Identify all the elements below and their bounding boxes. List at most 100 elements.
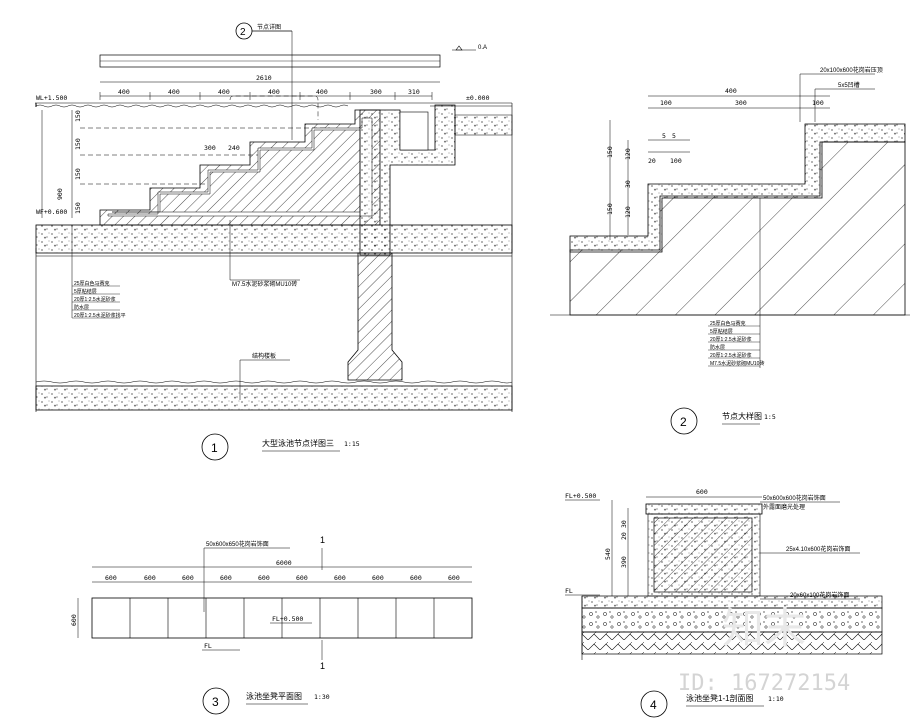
dim-small: 5: [672, 132, 676, 140]
dim-top: 100: [812, 99, 824, 107]
level-bot: FL: [565, 587, 573, 595]
layer-note: 5厚粘结层: [74, 288, 97, 295]
step-dim: 400: [218, 88, 230, 96]
seg-dim: 600: [144, 574, 156, 582]
width-dim: 600: [696, 488, 708, 496]
step-dim: 300: [370, 88, 382, 96]
drawing-title: 节点大样图: [722, 411, 762, 421]
step-dim: 310: [408, 88, 420, 96]
plan-note: 50x600x650花岗岩饰面: [206, 540, 269, 548]
drawing-title: 大型泳池节点详图三: [262, 438, 334, 448]
layer-note: 25厚白色马赛克: [74, 280, 110, 287]
step-dim: 400: [316, 88, 328, 96]
dim-small: 20: [648, 157, 656, 165]
vert-dim: 20: [620, 532, 628, 540]
vert-dim: 30: [624, 180, 632, 188]
seg-dim: 600: [182, 574, 194, 582]
inner-dim: 240: [228, 144, 240, 152]
bench-top: [645, 503, 763, 515]
seg-dim: 600: [372, 574, 384, 582]
step-dim-row: 400 400 400 400 400 300 310: [118, 88, 420, 96]
inner-dim: 300: [204, 144, 216, 152]
dim-top: 400: [725, 87, 737, 95]
seg-dim: 600: [296, 574, 308, 582]
layer-note: 防水层: [710, 344, 725, 351]
layer-notes: 25厚白色马赛克 5厚粘结层 20厚1:2.5水泥砂浆 防水层 20厚1:2.5…: [72, 280, 126, 319]
drawing-number: 2: [680, 415, 687, 429]
vert-dim: 150: [606, 203, 614, 215]
slab: [35, 224, 513, 254]
seg-dim: 600: [410, 574, 422, 582]
vert-dim: 150: [74, 202, 82, 214]
watermark-id: ID: 167272154: [678, 671, 850, 696]
drawing-1-pool-edge-detail: 2 节点详图 0.A 2610 400 400 400 400 400 300 …: [35, 22, 513, 461]
vert-dim: 150: [74, 110, 82, 122]
drawing-number: 1: [211, 441, 218, 455]
drawing-number: 4: [650, 698, 657, 712]
vert-dim: 150: [74, 168, 82, 180]
vert-dim: 150: [606, 146, 614, 158]
gutter: [399, 111, 429, 151]
top-level-ref: 0.A: [478, 45, 487, 51]
note-mid: 25x4.10x600花岗岩饰面: [786, 545, 850, 553]
layer-notes: 25厚白色马赛克 5厚粘结层 20厚1:2.5水泥砂浆 防水层 20厚1:2.5…: [708, 320, 764, 367]
vert-dim: 390: [620, 556, 628, 568]
step-dim: 400: [118, 88, 130, 96]
layer-note: 20厚1:2.5水泥砂浆: [74, 296, 116, 303]
level-bottom: WF+0.600: [36, 208, 67, 216]
overall-dim: 6000: [276, 559, 292, 567]
level-2: FL: [204, 642, 212, 650]
finish-layer: [569, 123, 906, 253]
layer-note: 5厚粘结层: [710, 328, 733, 335]
vert-dim: 120: [624, 206, 632, 218]
seg-dim: 600: [220, 574, 232, 582]
dim-small: 5: [662, 132, 666, 140]
level-top: WL+1.500: [36, 94, 67, 102]
layer-note: 20厚1:2.5水泥砂浆找平: [74, 312, 126, 319]
dim-small: 100: [670, 157, 682, 165]
vert-dim: 540: [604, 548, 612, 560]
overall-dim: 2610: [256, 74, 272, 82]
dim-top: 300: [735, 99, 747, 107]
drawing-scale: 1:30: [314, 693, 330, 701]
material-note: M7.5水泥砂浆砌MU10砖: [232, 280, 297, 288]
drawing-number: 3: [212, 695, 219, 709]
top-note-2: 5x5凹槽: [838, 81, 860, 89]
bench-core: [653, 517, 753, 593]
drawing-title: 泳池坐凳平面图: [246, 691, 302, 701]
drawing-number-circle: [201, 433, 229, 461]
drawing-number-circle: [670, 407, 698, 435]
seg-dim: 600: [105, 574, 117, 582]
layer-note: 25厚白色马赛克: [710, 320, 746, 327]
level-deck: ±0.000: [466, 94, 490, 102]
drawing-scale: 1:5: [764, 413, 776, 421]
column: [347, 252, 403, 381]
vert-dim: 900: [56, 188, 64, 200]
seg-dim: 600: [258, 574, 270, 582]
drawing-number-circle: [640, 690, 668, 718]
drawing-scale: 1:10: [768, 695, 784, 703]
layer-note: 20厚1:2.5水泥砂浆: [710, 336, 752, 343]
level-top: FL+0.500: [565, 492, 596, 500]
drawing-3-bench-plan: 1 1 50x600x650花岗岩饰面 6000 600 600 600 600…: [70, 535, 473, 715]
vert-dim: 30: [620, 520, 628, 528]
step-dim: 400: [268, 88, 280, 96]
seg-dim: 600: [448, 574, 460, 582]
drawing-title: 泳池坐凳1-1剖面图: [686, 693, 754, 703]
dim-top: 100: [660, 99, 672, 107]
layer-note: 防水层: [74, 304, 89, 311]
detail-bubble-number: 2: [240, 27, 246, 38]
layer-note: 20厚1:2.5水泥砂浆: [710, 352, 752, 359]
vert-dim: 120: [624, 148, 632, 160]
drawing-2-node-detail: 20x100x600花岗岩压顶 5x5凹槽 400 100 300 100 5 …: [550, 66, 910, 435]
height-dim: 600: [70, 614, 78, 626]
top-note: 20x100x600花岗岩压顶: [820, 66, 883, 74]
drawing-number-circle: [202, 687, 230, 715]
note-top: 50x600x600花岗岩饰面: [763, 494, 826, 502]
drawing-4-bench-section: 600 50x600x600花岗岩饰面 外露面磨光处理 25x4.10x600花…: [565, 488, 883, 718]
drawing-scale: 1:15: [344, 440, 360, 448]
seg-dim-row: 600 600 600 600 600 600 600 600 600 600: [105, 574, 460, 582]
watermark-logo: 知末: [722, 604, 806, 653]
layer-note: M7.5水泥砂浆砌MU10砖: [710, 360, 764, 367]
